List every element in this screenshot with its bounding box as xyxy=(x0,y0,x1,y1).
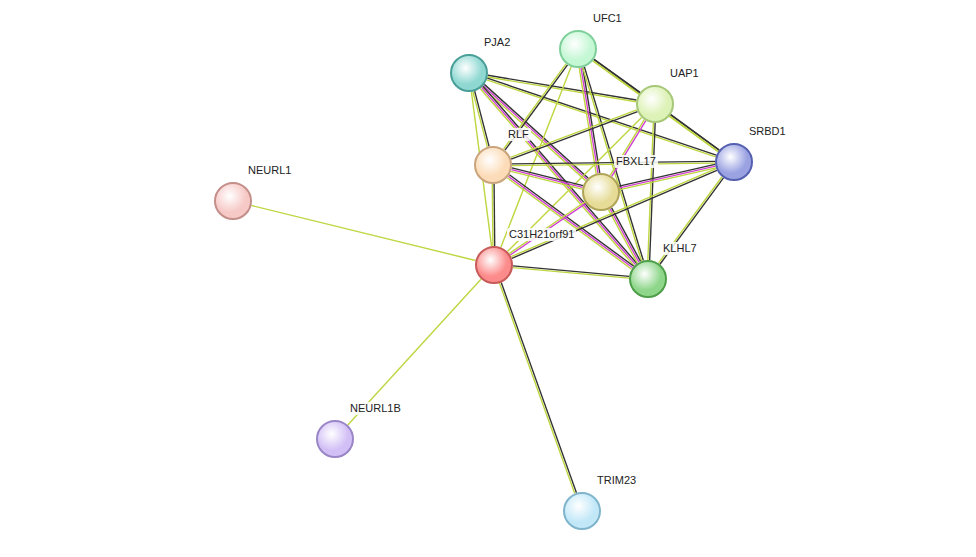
evidence-line xyxy=(593,61,718,152)
evidence-line xyxy=(348,279,481,425)
evidence-line xyxy=(500,283,575,493)
protein-node: SRBD1 xyxy=(715,143,753,181)
protein-node: FBXL17 xyxy=(582,173,620,211)
evidence-line xyxy=(504,64,567,149)
interaction-edge xyxy=(500,283,577,494)
evidence-line xyxy=(583,67,600,172)
protein-node: UFC1 xyxy=(559,30,597,68)
evidence-line xyxy=(487,78,716,155)
evidence-line xyxy=(492,184,494,246)
protein-node: UAP1 xyxy=(636,85,674,123)
interaction-edge xyxy=(608,208,640,263)
evidence-line xyxy=(501,283,576,493)
node-label: RLF xyxy=(506,128,531,141)
protein-node: C31H21orf91 xyxy=(475,246,513,284)
node-label: PJA2 xyxy=(482,36,512,49)
interaction-edge xyxy=(504,64,568,150)
node-label: TRIM23 xyxy=(595,474,638,487)
interaction-edge xyxy=(513,266,629,278)
interaction-edge xyxy=(593,59,719,151)
interaction-edge xyxy=(251,206,475,261)
node-label: NEURL1B xyxy=(348,402,403,415)
node-label: C31H21orf91 xyxy=(507,228,576,241)
evidence-line xyxy=(612,208,641,262)
node-label: UFC1 xyxy=(591,12,624,25)
evidence-line xyxy=(648,123,653,260)
node-label: KLHL7 xyxy=(661,242,699,255)
evidence-line xyxy=(493,184,495,246)
evidence-line xyxy=(512,170,717,258)
evidence-line xyxy=(511,169,716,257)
node-label: UAP1 xyxy=(668,67,701,80)
protein-node: TRIM23 xyxy=(563,492,601,530)
evidence-line xyxy=(671,115,719,151)
node-label: FBXL17 xyxy=(614,155,658,168)
protein-node: PJA2 xyxy=(450,54,488,92)
node-label: SRBD1 xyxy=(747,125,788,138)
evidence-line xyxy=(513,266,629,277)
interaction-edge xyxy=(670,115,719,152)
node-label: NEURL1 xyxy=(246,164,293,177)
evidence-line xyxy=(594,59,719,150)
interaction-edge xyxy=(648,123,655,260)
evidence-line xyxy=(513,268,629,279)
evidence-line xyxy=(512,168,583,186)
interaction-edge xyxy=(492,184,494,246)
evidence-line xyxy=(610,209,639,263)
protein-node: NEURL1 xyxy=(214,182,252,220)
evidence-line xyxy=(608,210,637,264)
protein-node: RLF xyxy=(474,146,512,184)
evidence-line xyxy=(620,168,716,190)
evidence-line xyxy=(251,206,475,261)
evidence-line xyxy=(505,65,568,150)
interaction-edge xyxy=(511,169,717,259)
evidence-line xyxy=(670,116,718,152)
interaction-edge xyxy=(348,279,481,425)
protein-node: KLHL7 xyxy=(629,260,667,298)
protein-node: NEURL1B xyxy=(316,420,354,458)
